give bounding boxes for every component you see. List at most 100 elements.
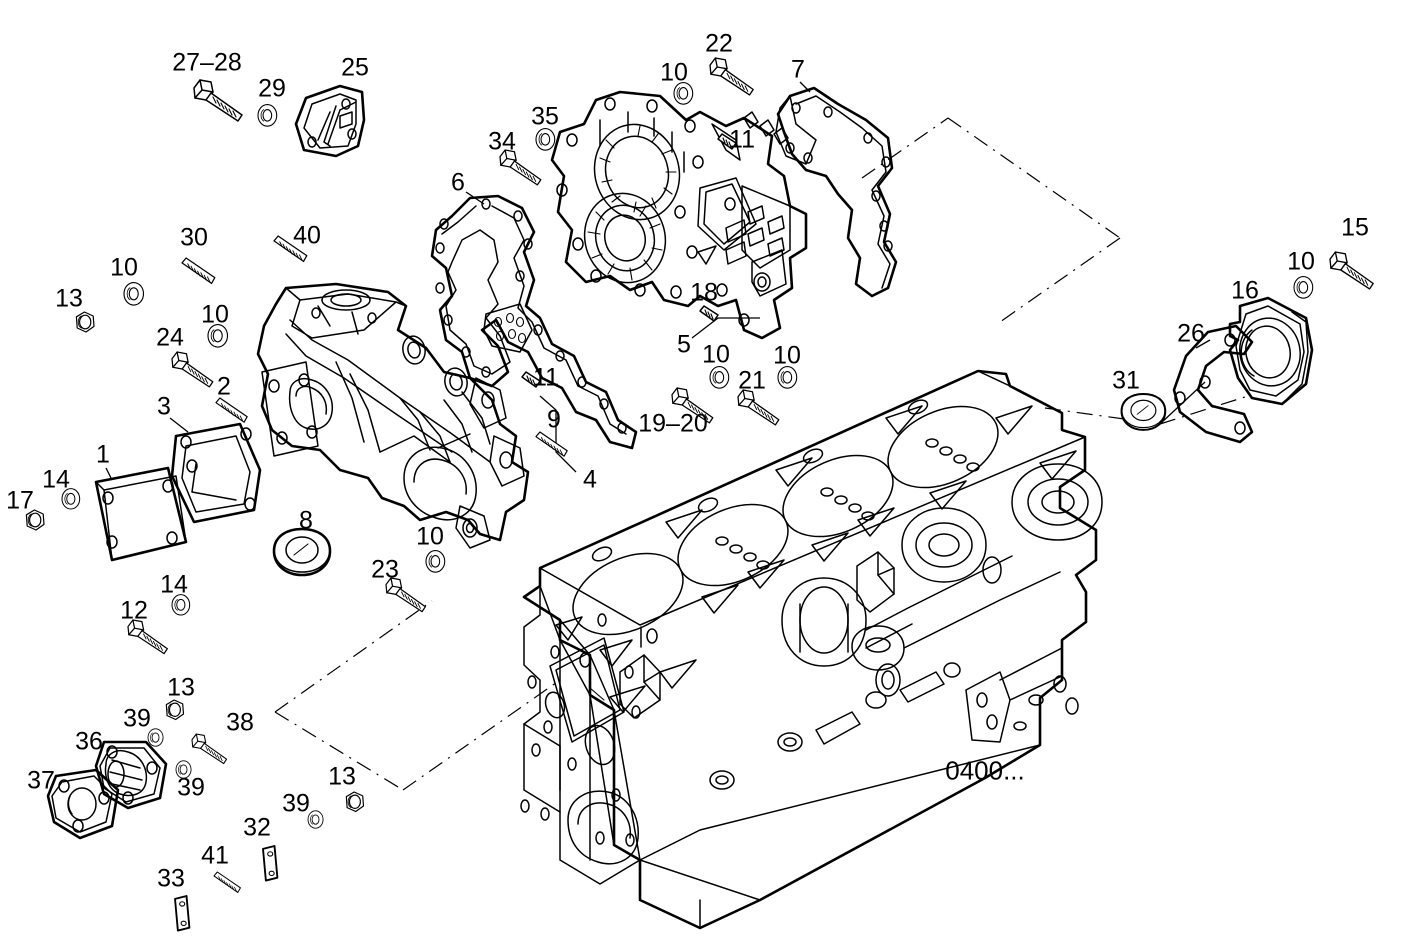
callout-13: 13 <box>55 284 83 313</box>
engine-block <box>520 369 1103 930</box>
nut-part-13-b <box>165 699 185 721</box>
bolt-part-22 <box>709 57 754 96</box>
callout-14: 14 <box>160 570 188 599</box>
washer-part-10-g <box>425 550 446 573</box>
bolt-part-21 <box>737 389 780 426</box>
nut-part-13-c <box>345 791 365 813</box>
callout-35: 35 <box>531 102 559 131</box>
callout-10: 10 <box>702 340 730 369</box>
bolt-part-12 <box>127 619 168 655</box>
washer-part-10-e <box>709 366 730 389</box>
seal-carrier-part-16 <box>1228 296 1314 406</box>
flange-part-37 <box>46 768 120 840</box>
deck-ribs <box>555 405 1077 713</box>
front-cover-part-4 <box>256 282 577 549</box>
callout-27-28: 27–28 <box>172 48 242 77</box>
callout-37: 37 <box>27 766 55 795</box>
side-bosses <box>639 463 1103 861</box>
callout-10: 10 <box>201 300 229 329</box>
cover-plate-part-25 <box>294 84 366 158</box>
bolt-part-15 <box>1329 251 1374 290</box>
callout-40: 40 <box>293 221 321 250</box>
cylinder-bores <box>572 405 999 636</box>
stud-part-9 <box>535 431 568 457</box>
callout-10: 10 <box>660 58 688 87</box>
callout-18: 18 <box>690 278 718 307</box>
callout-19-20: 19–20 <box>638 409 708 438</box>
callout-23: 23 <box>371 555 399 584</box>
callout-11: 11 <box>729 125 755 154</box>
callout-13: 13 <box>328 762 356 791</box>
screw-part-18 <box>699 305 719 322</box>
callout-24: 24 <box>156 323 184 352</box>
washer-part-10-c <box>123 281 145 306</box>
gasket-part-26 <box>1159 324 1254 444</box>
stud-part-41 <box>213 871 241 893</box>
callout-41: 41 <box>201 841 229 870</box>
nut-part-13-a <box>75 311 95 333</box>
washer-part-10-f <box>777 366 798 389</box>
callout-13: 13 <box>167 673 195 702</box>
callout-17: 17 <box>6 486 34 515</box>
callout-38: 38 <box>226 708 254 737</box>
callout-10: 10 <box>110 253 138 282</box>
housing-bolt-holes <box>556 97 750 327</box>
callout-14: 14 <box>42 465 70 494</box>
callout-22: 22 <box>705 29 733 58</box>
callout-11: 11 <box>533 363 559 392</box>
washer-part-10-b <box>1293 276 1314 299</box>
callout-7: 7 <box>791 55 805 84</box>
callout-39: 39 <box>177 773 205 802</box>
callout-26: 26 <box>1177 319 1205 348</box>
bolt-part-38 <box>191 733 228 765</box>
stud-part-2 <box>215 397 248 423</box>
callout-9: 9 <box>547 405 561 434</box>
bolt-part-24 <box>171 351 214 388</box>
stud-part-30 <box>181 257 216 285</box>
washer-part-29 <box>257 104 278 127</box>
adapter-frame-part-3 <box>169 417 262 524</box>
callout-10: 10 <box>416 522 444 551</box>
callout-39: 39 <box>282 789 310 818</box>
callout-15: 15 <box>1341 213 1369 242</box>
callout-33: 33 <box>157 864 185 893</box>
callout-25: 25 <box>341 53 369 82</box>
callout-5: 5 <box>677 330 691 359</box>
callout-8: 8 <box>299 506 313 535</box>
callout-1: 1 <box>96 440 110 469</box>
callout-10: 10 <box>773 341 801 370</box>
figure-code: 0400... <box>945 755 1025 786</box>
timing-gear-housing-part-5 <box>550 90 808 340</box>
blanking-plate-part-1 <box>94 466 188 562</box>
callout-39: 39 <box>123 704 151 733</box>
deck-holes <box>579 399 980 668</box>
callout-12: 12 <box>120 596 148 625</box>
callout-36: 36 <box>75 727 103 756</box>
callout-16: 16 <box>1231 276 1259 305</box>
callout-4: 4 <box>583 465 597 494</box>
callout-21: 21 <box>738 366 766 395</box>
bolt-part-27-28 <box>193 79 243 122</box>
callout-6: 6 <box>451 168 465 197</box>
callout-10: 10 <box>1287 247 1315 276</box>
callout-34: 34 <box>488 127 516 156</box>
callout-32: 32 <box>243 813 271 842</box>
gasket-6-holes <box>435 198 627 434</box>
callout-2: 2 <box>217 372 231 401</box>
callout-30: 30 <box>180 223 208 252</box>
callout-31: 31 <box>1112 366 1140 395</box>
washer-part-39-c <box>307 810 324 829</box>
gasket-part-7 <box>775 81 898 298</box>
plate-part-33 <box>174 895 191 932</box>
plate-part-32 <box>262 845 279 882</box>
gasket-7-holes <box>785 102 893 252</box>
front-face-holes <box>520 613 641 847</box>
flange-part-36 <box>94 740 168 810</box>
callout-3: 3 <box>157 392 171 421</box>
callout-29: 29 <box>258 74 286 103</box>
bushing-part-31 <box>1120 392 1167 431</box>
seal-ring-part-8 <box>272 527 332 577</box>
gasket-part-6 <box>430 191 638 450</box>
